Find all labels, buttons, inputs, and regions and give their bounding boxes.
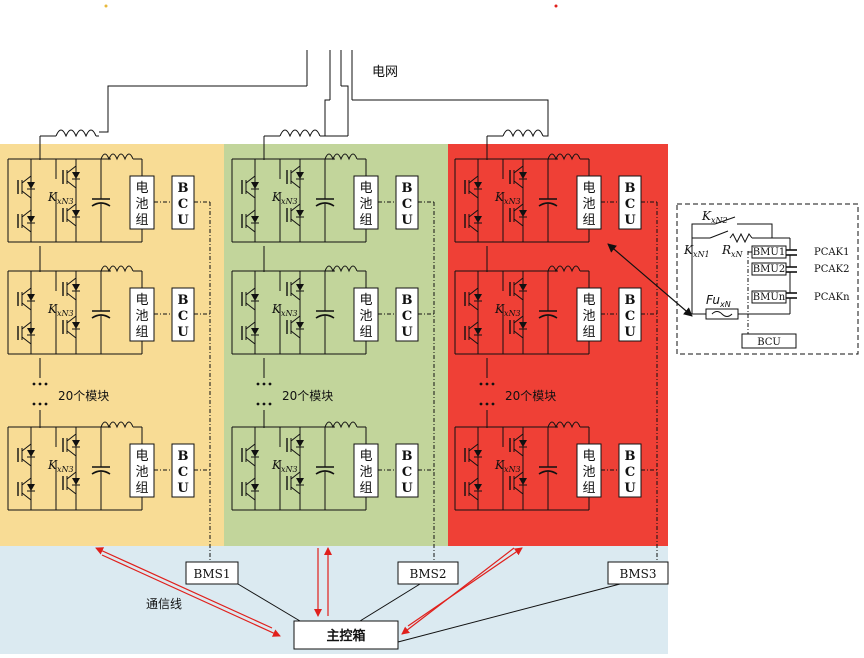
master-box (293, 620, 399, 650)
bcu-label-2-1-1: B (402, 181, 413, 196)
detail-pcak-label-1: PCAK1 (814, 247, 849, 258)
switch-label-3-3: KxN3 (494, 458, 521, 474)
grid-label: 电网 (372, 65, 398, 80)
bms1-label: BMS1 (194, 567, 231, 581)
bcu-label-3-1-3: U (624, 213, 636, 228)
comm-line-label: 通信线 (146, 597, 182, 611)
detail-pcak-label-2: PCAK2 (814, 264, 849, 275)
grid-lines (39, 50, 549, 428)
battery-label-1-3-2: 池 (135, 465, 148, 480)
battery-label-3-1-3: 组 (582, 213, 595, 228)
bcu-label-3-3-3: U (624, 481, 636, 496)
detail-fuse-label: FuxN (706, 293, 731, 309)
detail-bmu-label-3: BMUn (753, 292, 786, 303)
battery-label-3-2-3: 组 (582, 325, 595, 340)
bcu-label-1-3-3: U (177, 481, 189, 496)
bcu-label-3-2-2: C (625, 309, 635, 324)
bcu-label-1-2-1: B (178, 293, 189, 308)
battery-label-3-2-1: 电 (582, 293, 595, 308)
bcu-label-2-3-2: C (402, 465, 412, 480)
battery-label-1-3-3: 组 (135, 481, 148, 496)
bms-links (237, 583, 621, 643)
battery-label-2-1-2: 池 (359, 197, 372, 212)
battery-label-2-1-1: 电 (359, 181, 372, 196)
detail-bcu-label: BCU (757, 337, 781, 348)
bms1-box (185, 561, 239, 585)
bms2-box (397, 561, 459, 585)
detail-pcak-label-3: PCAKn (814, 292, 850, 303)
battery-label-1-1-1: 电 (135, 181, 148, 196)
detail-switch2-label: KxN2 (701, 209, 728, 225)
battery-label-3-3-3: 组 (582, 481, 595, 496)
bcu-label-2-2-3: U (401, 325, 413, 340)
detail-bmu-label-1: BMU1 (753, 247, 785, 258)
switch-label-2-3: KxN3 (271, 458, 298, 474)
bcu-label-1-1-1: B (178, 181, 189, 196)
module-count-label-1: 20个模块 (58, 389, 109, 403)
bcu-label-1-2-2: C (178, 309, 188, 324)
battery-label-2-2-1: 电 (359, 293, 372, 308)
detail-switch1-label: KxN1 (683, 243, 710, 259)
bcu-label-3-1-1: B (625, 181, 636, 196)
battery-label-1-2-2: 池 (135, 309, 148, 324)
battery-label-1-2-3: 组 (135, 325, 148, 340)
bcu-label-1-3-2: C (178, 465, 188, 480)
bcu-label-3-3-2: C (625, 465, 635, 480)
battery-label-2-2-2: 池 (359, 309, 372, 324)
bcu-label-3-1-2: C (625, 197, 635, 212)
bms2-label: BMS2 (410, 567, 447, 581)
switch-label-2-1: KxN3 (271, 190, 298, 206)
battery-label-1-1-3: 组 (135, 213, 148, 228)
bcu-label-2-3-3: U (401, 481, 413, 496)
bcu-label-3-3-1: B (625, 449, 636, 464)
switch-label-1-1: KxN3 (47, 190, 74, 206)
battery-label-1-2-1: 电 (135, 293, 148, 308)
bcu-label-1-2-3: U (177, 325, 189, 340)
bcu-label-1-1-2: C (178, 197, 188, 212)
bcu-label-1-1-3: U (177, 213, 189, 228)
switch-label-2-2: KxN3 (271, 302, 298, 318)
bcu-label-2-3-1: B (402, 449, 413, 464)
battery-label-2-3-1: 电 (359, 449, 372, 464)
module-count-label-3: 20个模块 (505, 389, 556, 403)
bcu-label-2-2-2: C (402, 309, 412, 324)
switch-label-3-2: KxN3 (494, 302, 521, 318)
detail-inset (676, 203, 859, 355)
detail-resistor-label: RxN (721, 243, 744, 259)
bms3-label: BMS3 (620, 567, 657, 581)
battery-label-3-1-2: 池 (582, 197, 595, 212)
battery-label-2-3-2: 池 (359, 465, 372, 480)
battery-label-3-3-2: 池 (582, 465, 595, 480)
battery-label-1-1-2: 池 (135, 197, 148, 212)
bcu-label-2-1-2: C (402, 197, 412, 212)
battery-label-3-2-2: 池 (582, 309, 595, 324)
battery-label-1-3-1: 电 (135, 449, 148, 464)
detail-pointer-arrow (607, 243, 693, 317)
bcu-label-2-1-3: U (401, 213, 413, 228)
detail-bmu-label-2: BMU2 (753, 264, 785, 275)
battery-label-3-3-1: 电 (582, 449, 595, 464)
bcu-label-3-2-1: B (625, 293, 636, 308)
bcu-label-1-3-1: B (178, 449, 189, 464)
module-count-label-2: 20个模块 (282, 389, 333, 403)
bms3-box (607, 561, 669, 585)
switch-label-1-3: KxN3 (47, 458, 74, 474)
battery-label-2-2-3: 组 (359, 325, 372, 340)
battery-label-2-3-3: 组 (359, 481, 372, 496)
ellipsis-dots (32, 382, 495, 406)
master-box-label: 主控箱 (326, 628, 365, 644)
switch-label-1-2: KxN3 (47, 302, 74, 318)
comm-arrows (95, 547, 523, 637)
bcu-label-3-2-3: U (624, 325, 636, 340)
bcu-label-2-2-1: B (402, 293, 413, 308)
battery-label-2-1-3: 组 (359, 213, 372, 228)
battery-label-3-1-1: 电 (582, 181, 595, 196)
switch-label-3-1: KxN3 (494, 190, 521, 206)
